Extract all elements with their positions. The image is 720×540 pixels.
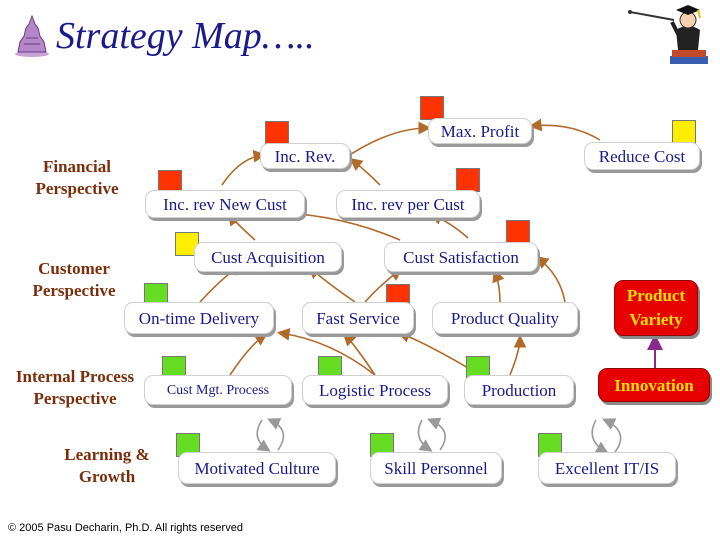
financial-perspective-line1: Financial bbox=[42, 157, 111, 176]
fast-service-node: Fast Service bbox=[302, 302, 414, 334]
learning-perspective-label: Learning & Growth bbox=[52, 444, 162, 488]
inc-rev-node: Inc. Rev. bbox=[260, 143, 350, 169]
reduce-cost-node: Reduce Cost bbox=[584, 142, 700, 170]
product-quality-node: Product Quality bbox=[432, 302, 578, 334]
product-variety-node: Product Variety bbox=[614, 280, 698, 336]
copyright-footer: © 2005 Pasu Decharin, Ph.D. All rights r… bbox=[8, 522, 243, 534]
inc-rev-per-cust-status-indicator bbox=[456, 168, 480, 192]
motivated-culture-node: Motivated Culture bbox=[178, 452, 336, 484]
cust-mgt-process-node: Cust Mgt. Process bbox=[144, 375, 292, 405]
learning-perspective-line2: Growth bbox=[78, 467, 136, 486]
excellent-it-node: Excellent IT/IS bbox=[538, 452, 676, 484]
internal-perspective-line2: Perspective bbox=[33, 389, 117, 408]
product-variety-line1: Product bbox=[626, 286, 686, 305]
on-time-delivery-node: On-time Delivery bbox=[124, 302, 274, 334]
learning-perspective-line1: Learning & bbox=[64, 445, 150, 464]
customer-perspective-line1: Customer bbox=[38, 259, 110, 278]
max-profit-status-indicator bbox=[420, 96, 444, 120]
inc-rev-per-cust-node: Inc. rev per Cust bbox=[336, 190, 480, 218]
financial-perspective-label: Financial Perspective bbox=[22, 156, 132, 200]
inc-rev-new-cust-node: Inc. rev New Cust bbox=[145, 190, 305, 218]
max-profit-node: Max. Profit bbox=[428, 118, 532, 144]
logo-icon bbox=[12, 14, 52, 58]
innovation-node: Innovation bbox=[598, 368, 710, 402]
customer-perspective-line2: Perspective bbox=[32, 281, 116, 300]
skill-personnel-node: Skill Personnel bbox=[370, 452, 502, 484]
inc-rev-status-indicator bbox=[265, 121, 289, 145]
cust-acquisition-node: Cust Acquisition bbox=[194, 242, 342, 272]
internal-perspective-label: Internal Process Perspective bbox=[0, 366, 150, 410]
internal-perspective-line1: Internal Process bbox=[15, 367, 135, 386]
production-node: Production bbox=[464, 375, 574, 405]
product-variety-line2: Variety bbox=[629, 310, 683, 329]
cust-satisfaction-node: Cust Satisfaction bbox=[384, 242, 538, 272]
professor-clipart-icon bbox=[628, 0, 712, 66]
financial-perspective-line2: Perspective bbox=[35, 179, 119, 198]
customer-perspective-label: Customer Perspective bbox=[14, 258, 134, 302]
logistic-process-node: Logistic Process bbox=[302, 375, 448, 405]
page-title: Strategy Map….. bbox=[56, 15, 315, 57]
reduce-cost-status-indicator bbox=[672, 120, 696, 144]
cust-satisfaction-status-indicator bbox=[506, 220, 530, 244]
